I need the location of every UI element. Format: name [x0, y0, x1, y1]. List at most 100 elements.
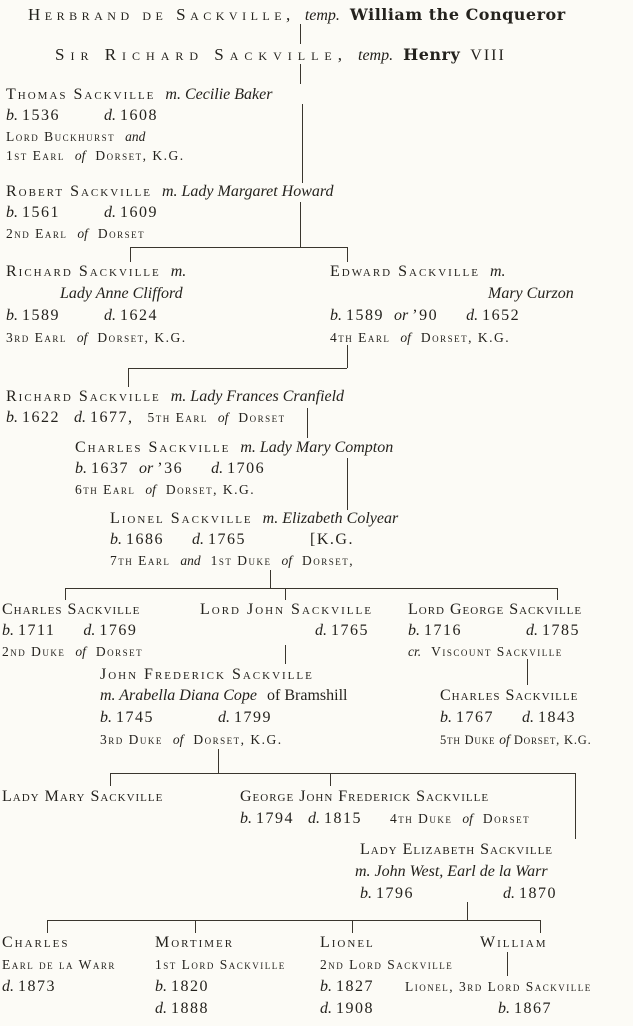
node-sir-richard-name-line: Sir Richard Sackville, temp. Henry VIII [55, 45, 506, 65]
peerage-title-part: 1st Earl [6, 148, 65, 163]
birth-year: 1622 [22, 409, 60, 426]
death-label: d. [320, 1000, 332, 1017]
node-lady-mary-name-line: Lady Mary Sackville [2, 788, 163, 806]
death-year: 1652 [482, 307, 521, 324]
death-year: 1843 [538, 709, 576, 726]
or-label: or [394, 307, 409, 324]
monarch-name: William the Conqueror [349, 5, 566, 24]
death-label: d. [104, 204, 116, 221]
node-lady-elizabeth-name-line: Lady Elizabeth Sackville [360, 841, 553, 859]
birth-label: b. [330, 307, 342, 324]
person-name: Thomas Sackville [6, 86, 156, 103]
person-name: Richard Sackville [6, 263, 161, 280]
birth-label: b. [155, 978, 167, 995]
death-year: 1785 [542, 622, 580, 639]
person-name: Lady Elizabeth Sackville [360, 841, 554, 858]
death-year: 1765 [208, 531, 246, 548]
node-lord-george-dates-line: b. 1716 d. 1785 [408, 622, 580, 640]
of-label: of [77, 226, 88, 241]
node-lionel3-name-line: Lionel, 3rd Lord Sackville [405, 978, 592, 996]
death-year: 1608 [120, 107, 158, 124]
peerage-title: 1st Lord Sackville [155, 957, 286, 972]
node-thomas-title1-line: Lord Buckhurst and [6, 128, 145, 146]
peerage-title-part: 7th Earl [110, 553, 171, 568]
death-year: 1908 [336, 1000, 374, 1017]
peerage-title-part: 4th Earl [330, 330, 391, 345]
peerage-title-part: 2nd Earl [6, 226, 68, 241]
node-edward4-title-line: 4th Earl of Dorset, K.G. [330, 329, 510, 347]
peerage-title-part: Dorset, K.G. [513, 733, 592, 747]
of-label: of [172, 732, 184, 747]
node-george4duke-name-line: George John Frederick Sackville [240, 788, 489, 806]
connector-horizontal [130, 247, 348, 248]
death-year: 1815 [324, 810, 362, 827]
connector-vertical [285, 645, 286, 664]
node-lady-elizabeth-marriage-line: m. John West, Earl de la Warr [355, 863, 548, 881]
death-year: 1873 [18, 978, 56, 995]
birth-year: 1745 [116, 709, 154, 726]
alt-year: ’36 [157, 460, 184, 477]
person-name: George John Frederick Sackville [240, 788, 490, 805]
connector-vertical [195, 920, 196, 933]
of-label: of [145, 482, 156, 497]
node-lord-george-title-line: cr. Viscount Sackville [408, 643, 563, 661]
death-label: d. [2, 978, 14, 995]
node-charles5duke-title-line: 5th Duke of Dorset, K.G. [440, 731, 592, 749]
birth-label: b. [440, 709, 452, 726]
node-lady-elizabeth-dates-line: b. 1796 d. 1870 [360, 885, 557, 903]
node-charles6-dates-line: b. 1637 or ’36 d. 1706 [75, 460, 265, 478]
connector-vertical [467, 902, 468, 920]
birth-label: b. [6, 204, 18, 221]
peerage-title-part: Dorset, K.G. [165, 482, 256, 497]
person-name: Herbrand de Sackville, [28, 5, 295, 24]
and-label: and [180, 553, 201, 568]
birth-year: 1686 [126, 531, 164, 548]
or-label: or [139, 460, 154, 477]
connector-vertical [285, 588, 286, 600]
birth-year: 1827 [336, 978, 374, 995]
node-charles2duke-dates-line: b. 1711 d. 1769 [2, 622, 137, 640]
cr-label: cr. [408, 644, 422, 659]
connector-vertical [540, 920, 541, 933]
node-richard3-dates-line: b. 1589 d. 1624 [6, 307, 158, 325]
person-name: John Frederick Sackville [100, 666, 314, 683]
death-label: d. [503, 885, 515, 902]
connector-vertical [270, 570, 271, 588]
node-george4duke-dates-line: b. 1794 d. 1815 4th Duke of Dorset [240, 810, 530, 828]
connector-horizontal [47, 920, 540, 921]
node-lionel1-dates-line: b. 1686 d. 1765 [K.G. [110, 531, 354, 549]
birth-year: 1820 [171, 978, 209, 995]
birth-year: 1637 [91, 460, 129, 477]
peerage-title-part: Dorset [238, 410, 286, 425]
node-robert-title-line: 2nd Earl of Dorset [6, 225, 145, 243]
death-label: d. [83, 622, 96, 639]
peerage-title-part: 5th Duke [440, 733, 496, 747]
connector-horizontal [65, 588, 557, 589]
node-richard3-title-line: 3rd Earl of Dorset, K.G. [6, 329, 187, 347]
birth-label: b. [75, 460, 87, 477]
person-name: Edward Sackville [330, 263, 480, 280]
peerage-title-part: 3rd Earl [6, 330, 67, 345]
death-year: 1765 [331, 622, 369, 639]
connector-vertical [557, 588, 558, 600]
person-name: Richard Sackville [6, 388, 161, 405]
node-charles5duke-name-line: Charles Sackville [440, 687, 578, 705]
death-label: d. [526, 622, 538, 639]
peerage-title-part: 3rd Duke [100, 732, 163, 747]
birth-year: 1716 [424, 622, 462, 639]
spouse-name: Mary Curzon [488, 285, 574, 302]
marriage-place: of Bramshill [267, 687, 348, 704]
node-lord-george-name-line: Lord George Sackville [408, 601, 582, 619]
node-charles2duke-name-line: Charles Sackville [2, 601, 140, 619]
node-richard3-spouse-line: Lady Anne Clifford [60, 285, 183, 303]
node-mortimer-death-line: d. 1888 [155, 1000, 209, 1018]
marriage-label: m. [170, 263, 187, 280]
node-edward4-spouse-line: Mary Curzon [488, 285, 574, 303]
death-label: d. [218, 709, 230, 726]
peerage-title-part: 1st Duke [210, 553, 272, 568]
node-lionel2-title-line: 2nd Lord Sackville [320, 956, 453, 974]
peerage-title: 2nd Lord Sackville [320, 957, 454, 972]
birth-label: b. [2, 622, 14, 639]
node-charles-de-la-warr-title-line: Earl de la Warr [2, 956, 116, 974]
connector-vertical [128, 368, 129, 387]
